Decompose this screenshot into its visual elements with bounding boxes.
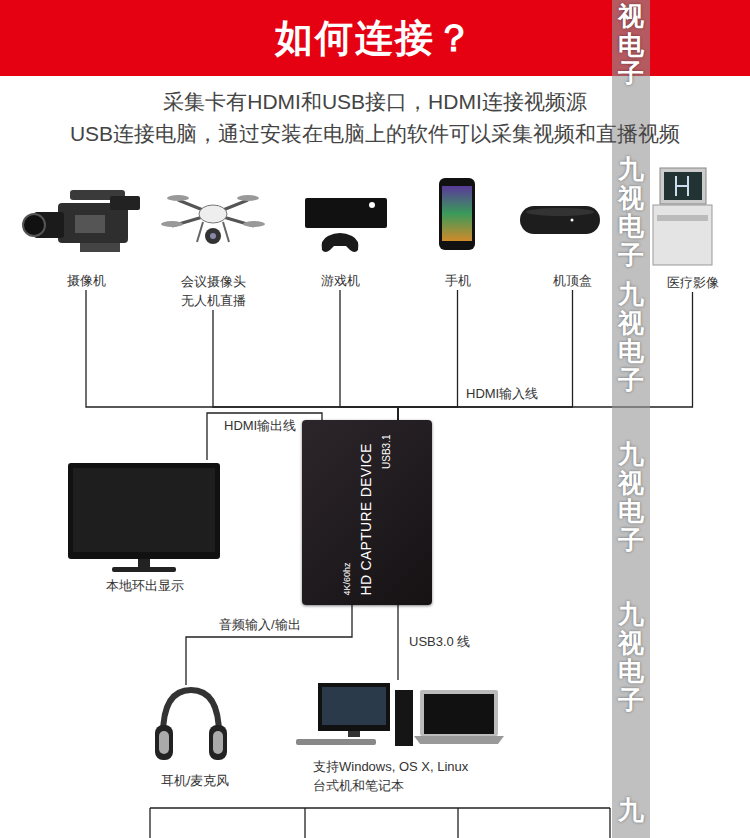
capture-device: 4K/60hz HD CAPTURE DEVICE USB3.1 — [302, 420, 432, 605]
watermark: 九视电子 — [618, 280, 644, 394]
headphones-drawing — [155, 690, 227, 760]
drawing-rect — [442, 186, 472, 241]
node-label: 支持Windows, OS X, Linux 台式机和笔记本 — [313, 757, 476, 795]
drawing-rect — [75, 215, 105, 233]
camcorder-drawing — [23, 190, 140, 252]
drawing-circle — [23, 214, 45, 236]
game-console-drawing — [305, 198, 387, 252]
connector-line — [398, 290, 458, 420]
drawing-ellipse — [243, 221, 265, 227]
drawing-circle — [571, 219, 574, 222]
capture-face: 4K/60hz HD CAPTURE DEVICE USB3.1 — [302, 420, 432, 605]
console-node: 游戏机 — [290, 180, 390, 290]
cable-label: HDMI输入线 — [466, 386, 538, 402]
connector-line — [186, 605, 352, 685]
camcorder-node: 摄像机 — [28, 180, 144, 290]
watermark: 九视电子 — [618, 440, 644, 554]
drawing-ellipse — [161, 221, 183, 227]
drawing-rect — [322, 687, 386, 725]
drawing-rect — [213, 731, 223, 754]
watermark: 九视电子 — [618, 155, 644, 269]
device-print: 4K/60hz — [340, 434, 352, 595]
drawing-rect — [73, 468, 215, 552]
connector-line — [213, 310, 398, 420]
device-print: HD CAPTURE DEVICE — [356, 434, 374, 595]
drawing-rect — [424, 694, 494, 734]
device-print: USB3.1 — [379, 434, 392, 595]
connector-line — [397, 605, 398, 680]
drawing-rect — [80, 243, 120, 252]
connector-label: 音频输入/输出 — [217, 617, 303, 633]
intro-text: 采集卡有HDMI和USB接口，HDMI连接视频源 — [0, 89, 750, 115]
drawing-rect — [653, 205, 712, 265]
drawing-ellipse — [237, 195, 259, 201]
drawing-rect — [112, 567, 176, 572]
drawing-rect — [657, 215, 708, 221]
watermark: 九视电子 — [618, 600, 644, 714]
drawing-ellipse — [526, 208, 594, 216]
drawing-circle — [205, 228, 221, 244]
monitor-node: 本地环出显示 — [65, 460, 225, 595]
drawing-rect — [296, 739, 376, 745]
node-label: 本地环出显示 — [106, 576, 184, 595]
drawing-rect — [305, 198, 387, 228]
intro-text: USB连接电脑，通过安装在电脑上的软件可以采集视频和直播视频 — [0, 121, 750, 147]
node-label: 游戏机 — [321, 271, 360, 290]
drawing-path — [676, 176, 688, 196]
drawing-path — [322, 233, 359, 252]
node-label: 机顶盒 — [553, 271, 592, 290]
drawing-path — [172, 200, 254, 226]
drawing-ellipse — [167, 195, 189, 201]
branch-lines — [150, 808, 610, 838]
drawing-rect — [155, 725, 173, 760]
node-label: 耳机/麦克风 — [161, 771, 230, 790]
node-label: 医疗影像 — [667, 273, 719, 292]
set-top-box-node: 机顶盒 — [525, 180, 620, 290]
node-label: 会议摄像头 无人机直播 — [178, 272, 248, 310]
drawing-rect — [68, 463, 220, 559]
connector-line — [86, 290, 398, 420]
phone-node: 手机 — [415, 172, 500, 290]
drawing-rect — [420, 690, 498, 736]
medical-imaging-drawing — [653, 168, 712, 265]
drawing-path — [414, 736, 504, 744]
phone-drawing — [439, 178, 475, 250]
drawing-rect — [520, 206, 600, 234]
computer-drawing — [296, 683, 504, 746]
drawing-rect — [110, 196, 140, 210]
connector-line — [398, 290, 573, 420]
watermark: 九 — [618, 796, 644, 825]
drawing-rect — [348, 731, 360, 737]
camera-node: 会议摄像头 无人机直播 — [163, 180, 263, 310]
connector-line — [340, 290, 398, 420]
node-label: 手机 — [445, 271, 471, 290]
drawing-rect — [209, 725, 227, 760]
connector-label: HDMI输出线 — [222, 418, 298, 434]
watermark: 视电子 — [618, 2, 644, 88]
drawing-rect — [660, 168, 706, 204]
drawing-rect — [318, 683, 390, 731]
drawing-ellipse — [199, 205, 227, 223]
drawing-rect — [664, 172, 702, 200]
node-label: 摄像机 — [67, 271, 106, 290]
drawing-circle — [210, 233, 216, 239]
drawing-rect — [395, 690, 413, 746]
drawing-circle — [369, 202, 375, 208]
drone-drawing — [161, 195, 265, 244]
computer-node: 支持Windows, OS X, Linux 台式机和笔记本 — [292, 680, 507, 795]
set-top-box-drawing — [520, 206, 600, 234]
headphones-node: 耳机/麦克风 — [150, 685, 240, 790]
monitor-drawing — [68, 463, 220, 572]
drawing-rect — [439, 178, 475, 250]
connector-label: USB3.0 线 — [407, 634, 472, 650]
drawing-rect — [159, 731, 169, 754]
medical-node: 医疗影像 — [650, 165, 735, 292]
